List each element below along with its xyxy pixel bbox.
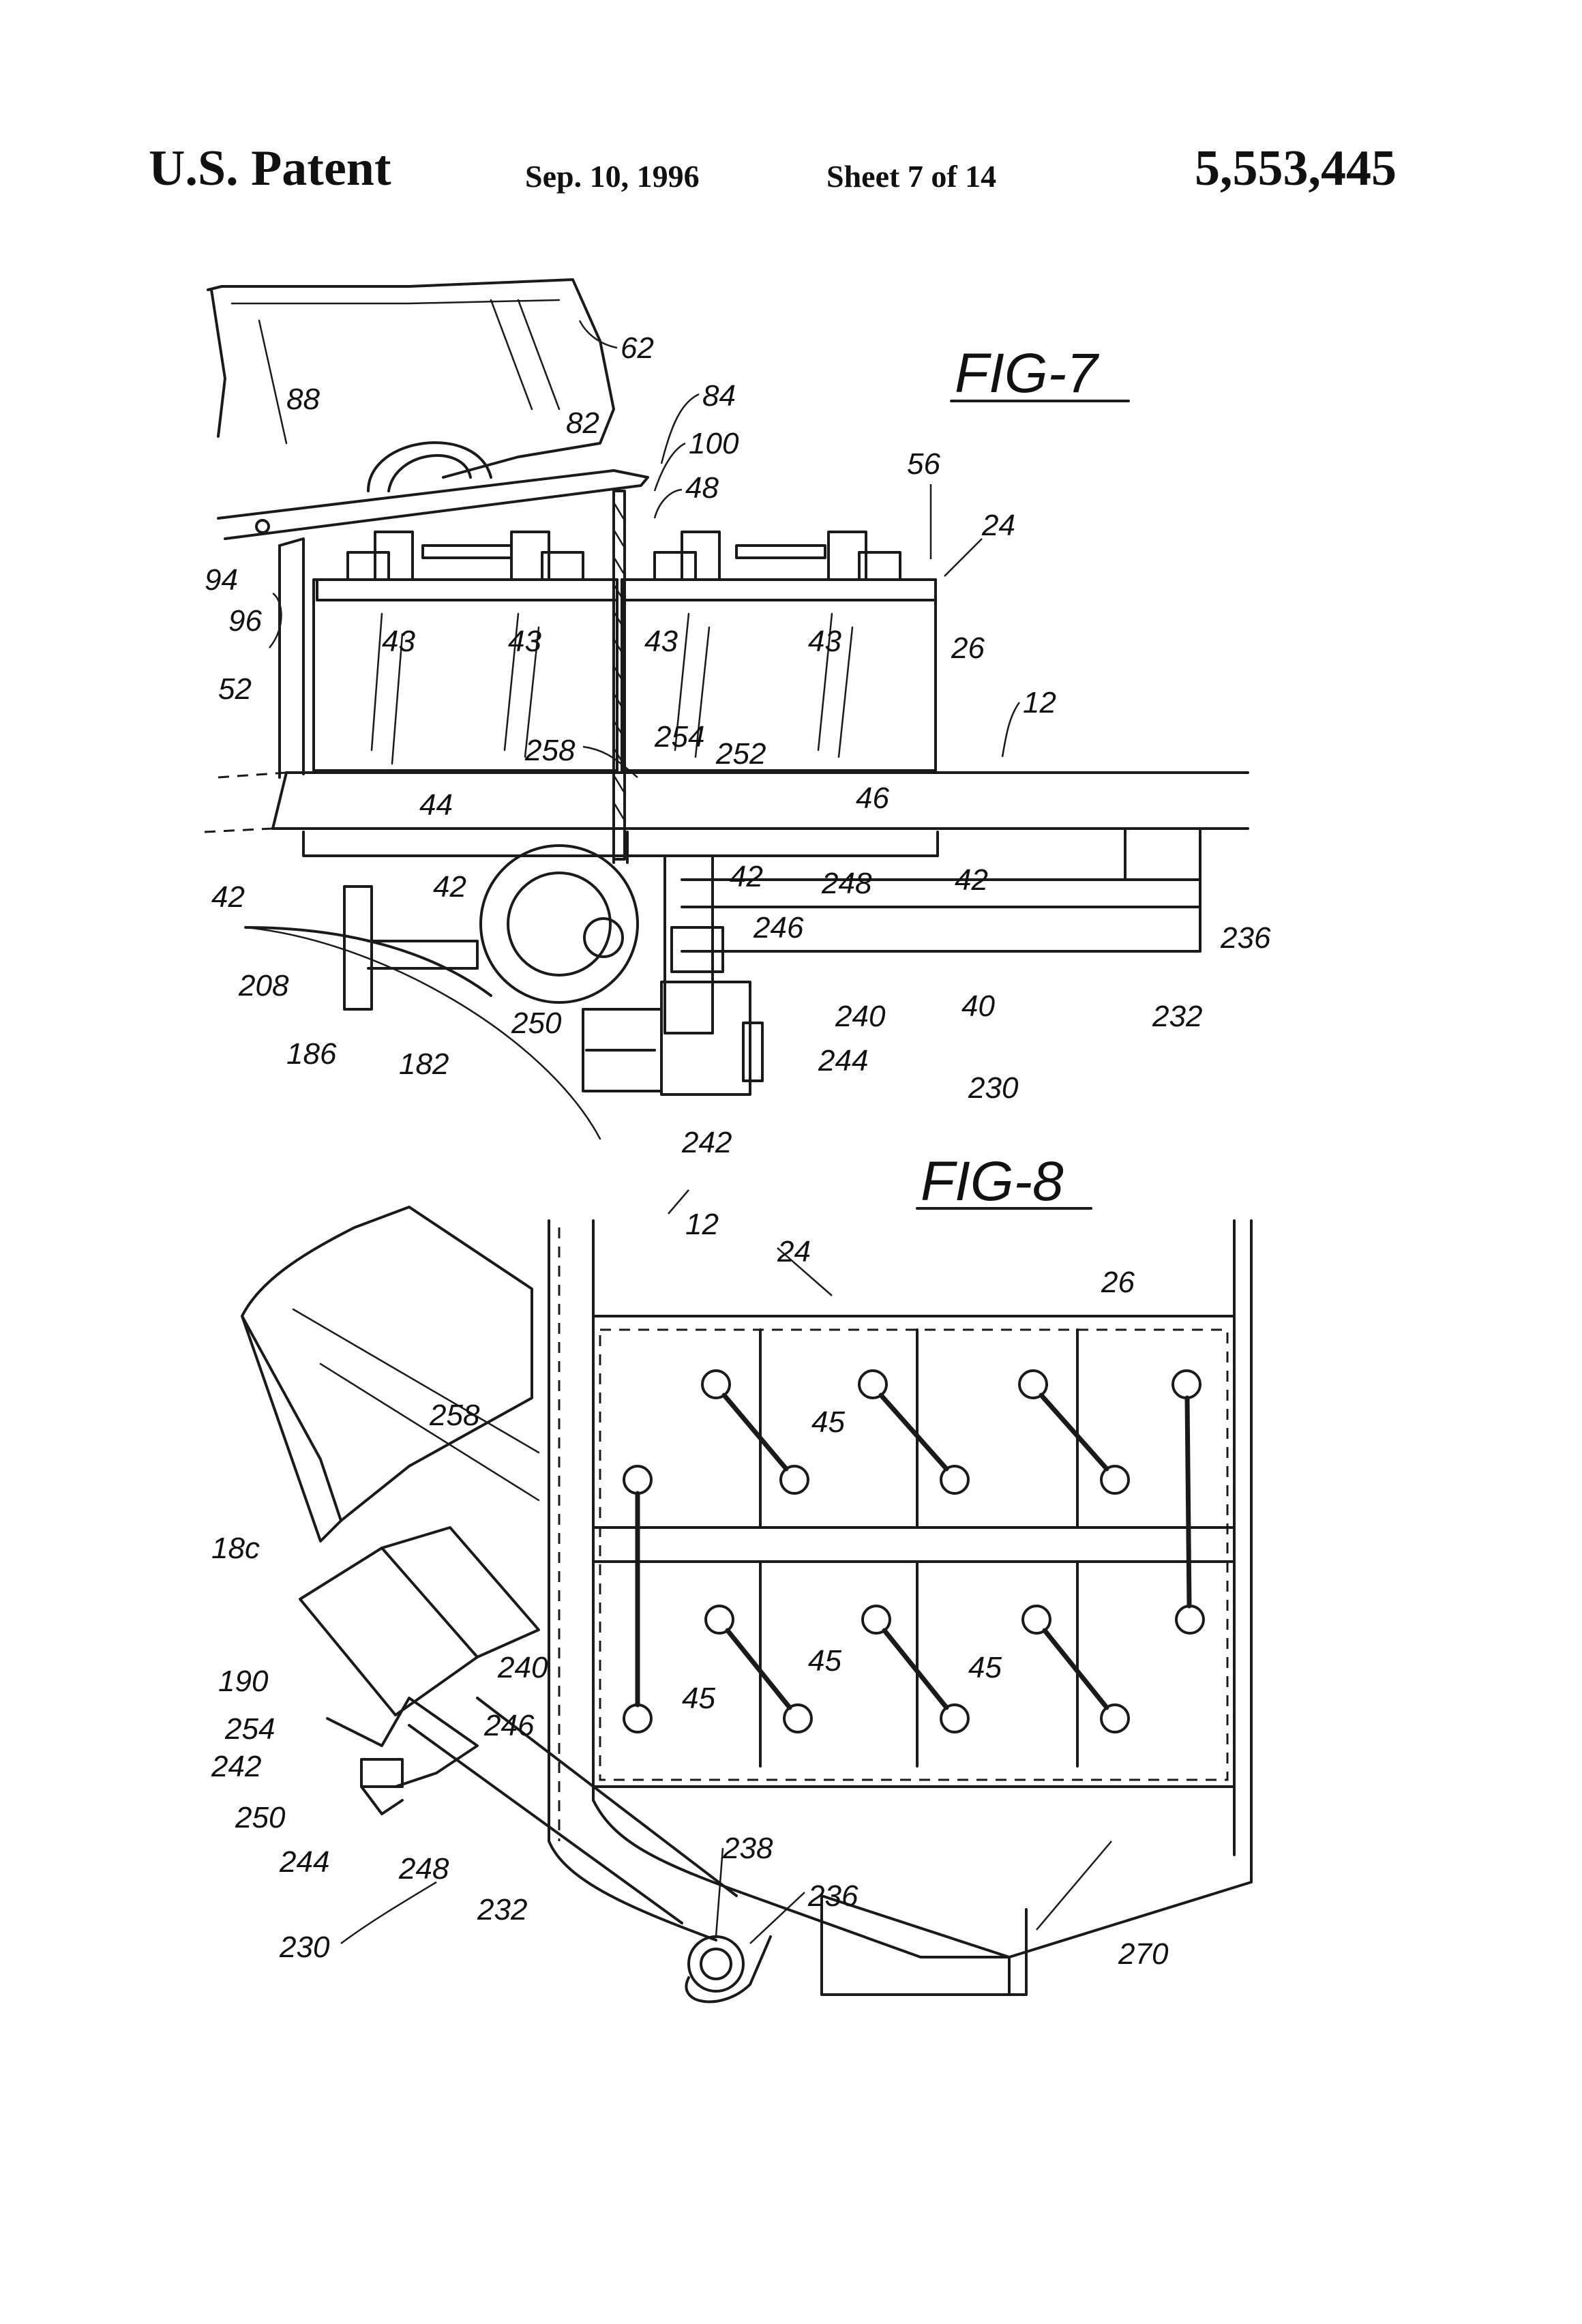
fig7-title: FIG-7 xyxy=(955,342,1100,404)
fig7-labels: 62 88 82 84 100 48 56 24 94 96 43 43 43 … xyxy=(205,331,1271,1159)
fig7-label: 82 xyxy=(566,406,599,440)
fig8-label: 236 xyxy=(807,1879,859,1913)
fig8-label: 254 xyxy=(224,1712,275,1746)
fig7-label: 100 xyxy=(689,427,739,460)
fig8-label: 45 xyxy=(808,1644,841,1678)
patent-number: 5,553,445 xyxy=(1195,140,1397,196)
fig7-label: 240 xyxy=(835,1000,886,1033)
sheet-number: Sheet 7 of 14 xyxy=(826,159,997,194)
fig7-label: 40 xyxy=(961,989,995,1023)
fig7-label: 232 xyxy=(1152,1000,1202,1033)
fig8-drawing xyxy=(241,1206,1253,2003)
fig7-label: 26 xyxy=(951,631,985,665)
fig7-label: 96 xyxy=(228,604,262,638)
fig7-label: 254 xyxy=(654,720,704,754)
fig8-label: 270 xyxy=(1118,1937,1169,1971)
fig8-label: 45 xyxy=(811,1405,845,1439)
fig8-label: 238 xyxy=(722,1832,773,1865)
fig8-label: 26 xyxy=(1101,1266,1135,1299)
fig7-label: 186 xyxy=(286,1037,337,1071)
fig8-label: 12 xyxy=(685,1208,719,1241)
fig8-labels: 12 24 26 258 45 18c 190 240 254 246 242 … xyxy=(211,1208,1169,1971)
fig7-label: 43 xyxy=(808,625,841,658)
fig7-label: 84 xyxy=(702,379,736,413)
fig7-label: 48 xyxy=(685,471,719,505)
fig7-label: 46 xyxy=(856,781,889,815)
fig7-label: 42 xyxy=(730,860,763,893)
fig7-label: 62 xyxy=(621,331,654,365)
fig7-label: 246 xyxy=(753,911,804,944)
fig8-label: 45 xyxy=(682,1682,715,1715)
patent-label: U.S. Patent xyxy=(149,140,391,196)
fig8-label: 230 xyxy=(279,1931,330,1964)
fig7-label: 252 xyxy=(715,737,766,771)
fig7-label: 248 xyxy=(821,867,872,900)
fig7-label: 230 xyxy=(968,1071,1019,1105)
fig7-label: 182 xyxy=(399,1047,449,1081)
fig7-label: 43 xyxy=(644,625,678,658)
fig7-label: 208 xyxy=(238,969,289,1002)
fig8-label: 248 xyxy=(398,1852,449,1886)
fig8-label: 18c xyxy=(211,1532,260,1565)
fig7-label: 56 xyxy=(907,447,940,481)
fig8-label: 242 xyxy=(211,1750,261,1783)
fig7-label: 24 xyxy=(981,509,1015,542)
fig7-label: 242 xyxy=(681,1126,732,1159)
fig8-label: 232 xyxy=(477,1893,527,1926)
fig7-label: 43 xyxy=(382,625,415,658)
fig7-label: 12 xyxy=(1023,686,1056,719)
fig7-label: 52 xyxy=(218,672,252,706)
fig7-label: 42 xyxy=(955,863,988,897)
fig8-label: 45 xyxy=(968,1651,1002,1684)
fig8-label: 244 xyxy=(279,1845,329,1879)
fig7-label: 244 xyxy=(818,1044,868,1077)
fig7-label: 258 xyxy=(524,734,576,767)
fig7-label: 43 xyxy=(508,625,541,658)
fig7-label: 44 xyxy=(419,788,453,822)
fig7-label: 42 xyxy=(433,870,466,904)
fig7-label: 42 xyxy=(211,880,245,914)
fig8-label: 190 xyxy=(218,1665,269,1698)
fig7-label: 236 xyxy=(1220,921,1271,955)
fig8-label: 258 xyxy=(429,1399,480,1432)
fig8-label: 250 xyxy=(235,1801,286,1834)
fig7-label: 94 xyxy=(205,563,238,597)
fig7-label: 88 xyxy=(286,383,320,416)
fig7-label: 250 xyxy=(511,1007,562,1040)
fig8-title: FIG-8 xyxy=(921,1150,1064,1212)
leader-lines xyxy=(269,320,1112,1945)
fig8-label: 240 xyxy=(497,1651,548,1684)
fig8-label: 246 xyxy=(483,1709,535,1742)
patent-date: Sep. 10, 1996 xyxy=(525,159,700,194)
